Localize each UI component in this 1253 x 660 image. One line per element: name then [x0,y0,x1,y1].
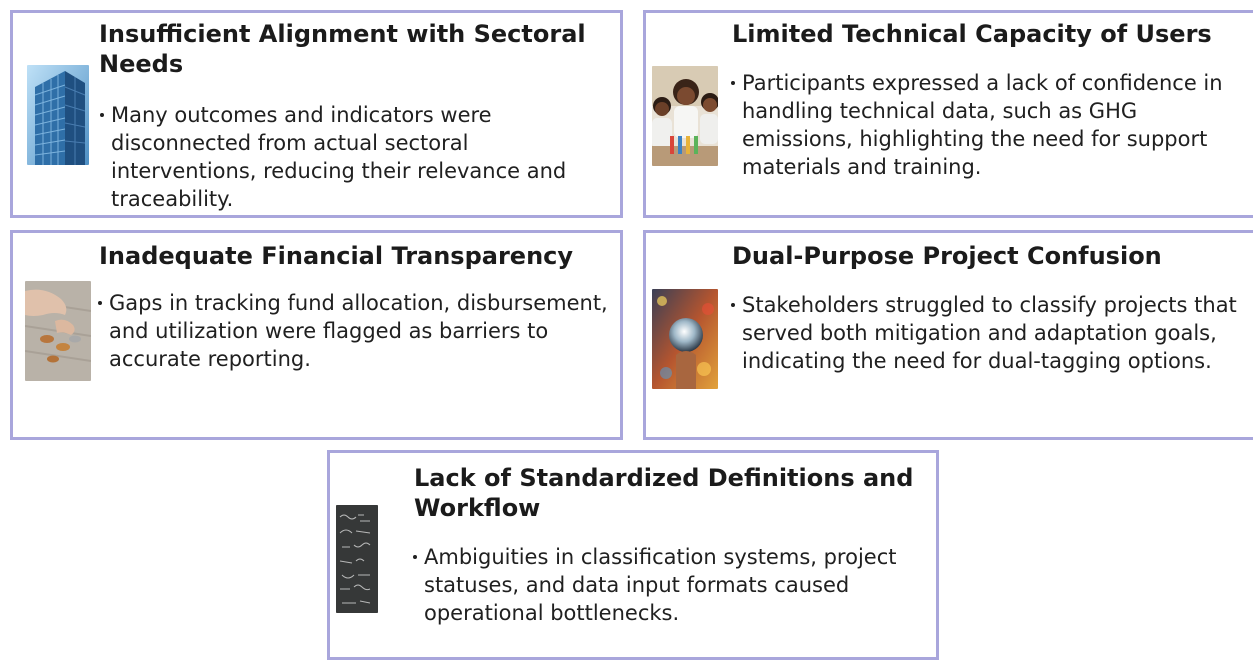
card-bullet-list: Participants expressed a lack of confide… [730,69,1250,181]
lab-students-photo-icon [652,66,718,166]
card-bullet-list: Many outcomes and indicators were discon… [99,101,614,213]
card-title: Insufficient Alignment with Sectoral Nee… [99,20,586,78]
card-title: Limited Technical Capacity of Users [732,20,1212,48]
challenge-card-financial-transparency: Inadequate Financial Transparency Gaps i… [10,230,623,440]
card-bullet-text: Stakeholders struggled to classify proje… [730,291,1250,375]
card-bullet-text: Ambiguities in classification systems, p… [412,543,932,627]
crystal-ball-photo-icon [652,289,718,389]
challenge-card-sectoral-alignment: Insufficient Alignment with Sectoral Nee… [10,10,623,218]
card-title: Lack of Standardized Definitions and Wor… [414,464,914,522]
challenge-card-dual-purpose: Dual-Purpose Project Confusion Stakehold… [643,230,1253,440]
challenge-card-standardized-definitions: Lack of Standardized Definitions and Wor… [327,450,939,660]
skyscraper-photo-icon [27,65,89,165]
card-bullet-list: Stakeholders struggled to classify proje… [730,291,1250,375]
chalkboard-formulas-photo-icon [336,505,378,613]
card-title: Dual-Purpose Project Confusion [732,242,1162,270]
card-bullet-list: Ambiguities in classification systems, p… [412,543,932,627]
challenge-card-technical-capacity: Limited Technical Capacity of Users Part… [643,10,1253,218]
coins-hand-photo-icon [25,281,91,381]
card-bullet-list: Gaps in tracking fund allocation, disbur… [97,289,617,373]
card-bullet-text: Gaps in tracking fund allocation, disbur… [97,289,617,373]
card-bullet-text: Participants expressed a lack of confide… [730,69,1250,181]
card-bullet-text: Many outcomes and indicators were discon… [99,101,614,213]
card-title: Inadequate Financial Transparency [99,242,574,270]
